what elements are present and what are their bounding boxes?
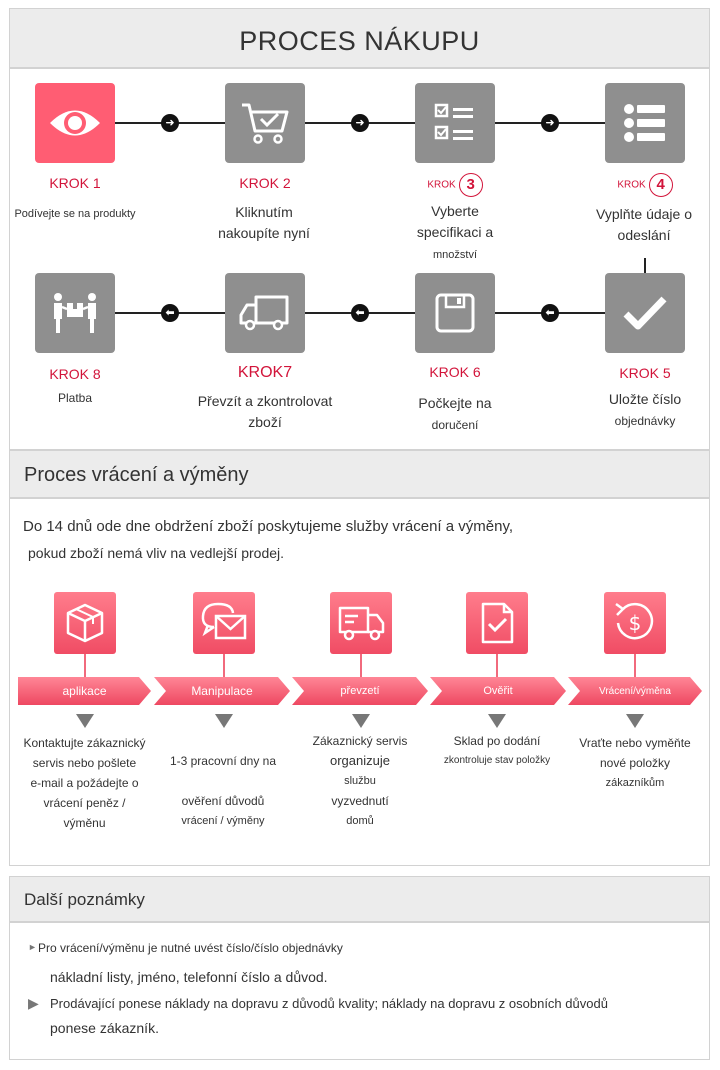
returns-title: Proces vrácení a výměny xyxy=(24,464,249,486)
step-1-box xyxy=(35,83,115,163)
down-arrow-icon xyxy=(352,714,370,728)
note-1-line2: nákladní listy, jméno, telefonní číslo a… xyxy=(50,969,328,985)
step-3-box xyxy=(415,83,495,163)
arrow-right-icon: ➜ xyxy=(161,114,179,132)
return-step-5-desc: Vraťte nebo vyměňte nové položky zákazní… xyxy=(579,736,691,789)
step-6-box xyxy=(415,273,495,353)
connector-line xyxy=(644,258,646,274)
bullet-icon: ▶ xyxy=(28,995,39,1011)
return-step-5-icon-box: $ xyxy=(604,592,666,654)
note-2-line2: ponese zákazník. xyxy=(50,1020,159,1036)
return-connector xyxy=(634,654,636,678)
returns-intro-line1: Do 14 dnů ode dne obdržení zboží poskytu… xyxy=(23,518,513,535)
step-7-label: KROK7 xyxy=(237,364,293,381)
return-connector xyxy=(496,654,498,678)
floppy-disk-icon xyxy=(435,293,475,333)
return-connector xyxy=(84,654,86,678)
return-step-3-desc: Zákaznický servis organizuje službu vyzv… xyxy=(312,734,408,827)
step-4-box xyxy=(605,83,685,163)
return-step-2-icon-box xyxy=(193,592,255,654)
down-arrow-icon xyxy=(215,714,233,728)
step-1-desc: Podívejte se na produkty xyxy=(14,208,136,220)
note-1-line1: Pro vrácení/výměnu je nutné uvést číslo/… xyxy=(38,941,343,955)
step-2-desc: Kliknutím nakoupíte nyní xyxy=(218,204,310,241)
arrow-left-icon: ⬅ xyxy=(541,304,559,322)
purchase-title-band: PROCES NÁKUPU xyxy=(9,8,710,68)
delivery-truck-icon xyxy=(239,295,289,331)
purchase-title: PROCES NÁKUPU xyxy=(239,26,480,56)
step-5-label: KROK 5 xyxy=(619,365,671,381)
step-7-box xyxy=(225,273,305,353)
return-step-2-desc: 1-3 pracovní dny na ověření důvodů vráce… xyxy=(169,754,277,827)
truck-icon xyxy=(338,606,385,641)
return-step-4-label: Ověřit xyxy=(430,677,566,705)
return-step-2-label: Manipulace xyxy=(154,677,290,705)
return-step-5-label: Vrácení/výměna xyxy=(568,677,702,705)
down-arrow-icon xyxy=(488,714,506,728)
returns-title-band: Proces vrácení a výměny xyxy=(9,450,710,498)
return-step-1-label: aplikace xyxy=(18,677,151,705)
envelope-chat-icon xyxy=(201,602,247,640)
down-arrow-icon xyxy=(626,714,644,728)
checklist-icon xyxy=(434,103,473,140)
down-arrow-icon xyxy=(76,714,94,728)
step-5-box xyxy=(605,273,685,353)
eye-icon xyxy=(50,110,100,136)
svg-text:$: $ xyxy=(629,611,642,635)
step-2-label: KROK 2 xyxy=(239,175,291,191)
checkmark-icon xyxy=(623,296,667,330)
return-connector xyxy=(360,654,362,678)
arrow-left-icon: ⬅ xyxy=(161,304,179,322)
box-icon xyxy=(66,603,104,643)
arrow-right-icon: ➜ xyxy=(541,114,559,132)
arrow-right-icon: ➜ xyxy=(351,114,369,132)
refund-icon: $ xyxy=(615,602,654,640)
step-2-box xyxy=(225,83,305,163)
return-step-3-label: převzetí xyxy=(292,677,428,705)
step-8-box xyxy=(35,273,115,353)
shopping-cart-icon xyxy=(242,103,289,144)
notes-title: Další poznámky xyxy=(24,890,145,909)
returns-intro-line2: pokud zboží nemá vliv na vedlejší prodej… xyxy=(28,545,285,561)
document-check-icon xyxy=(481,602,514,644)
return-step-3-icon-box xyxy=(330,592,392,654)
step-8-label: KROK 8 xyxy=(49,366,101,382)
package-handover-icon xyxy=(54,293,96,333)
return-step-4-icon-box xyxy=(466,592,528,654)
step-8-desc: Platba xyxy=(57,391,93,405)
step-7-desc: Převzít a zkontrolovat zboží xyxy=(197,393,333,430)
note-2-line1: Prodávající ponese náklady na dopravu z … xyxy=(50,996,608,1011)
list-icon xyxy=(624,104,665,142)
arrow-left-icon: ⬅ xyxy=(351,304,369,322)
step-4-desc: Vyplňte údaje o odeslání xyxy=(596,206,692,243)
bullet-icon: ► xyxy=(28,942,37,952)
step-6-label: KROK 6 xyxy=(429,364,481,380)
notes-panel xyxy=(9,922,710,1060)
step-1-label: KROK 1 xyxy=(49,175,101,191)
return-step-4-desc: Sklad po dodání zkontroluje stav položky xyxy=(443,734,551,766)
notes-title-band: Další poznámky xyxy=(9,876,710,922)
return-step-1-icon-box xyxy=(54,592,116,654)
return-step-1-desc: Kontaktujte zákaznický servis nebo pošle… xyxy=(23,736,146,830)
return-connector xyxy=(223,654,225,678)
